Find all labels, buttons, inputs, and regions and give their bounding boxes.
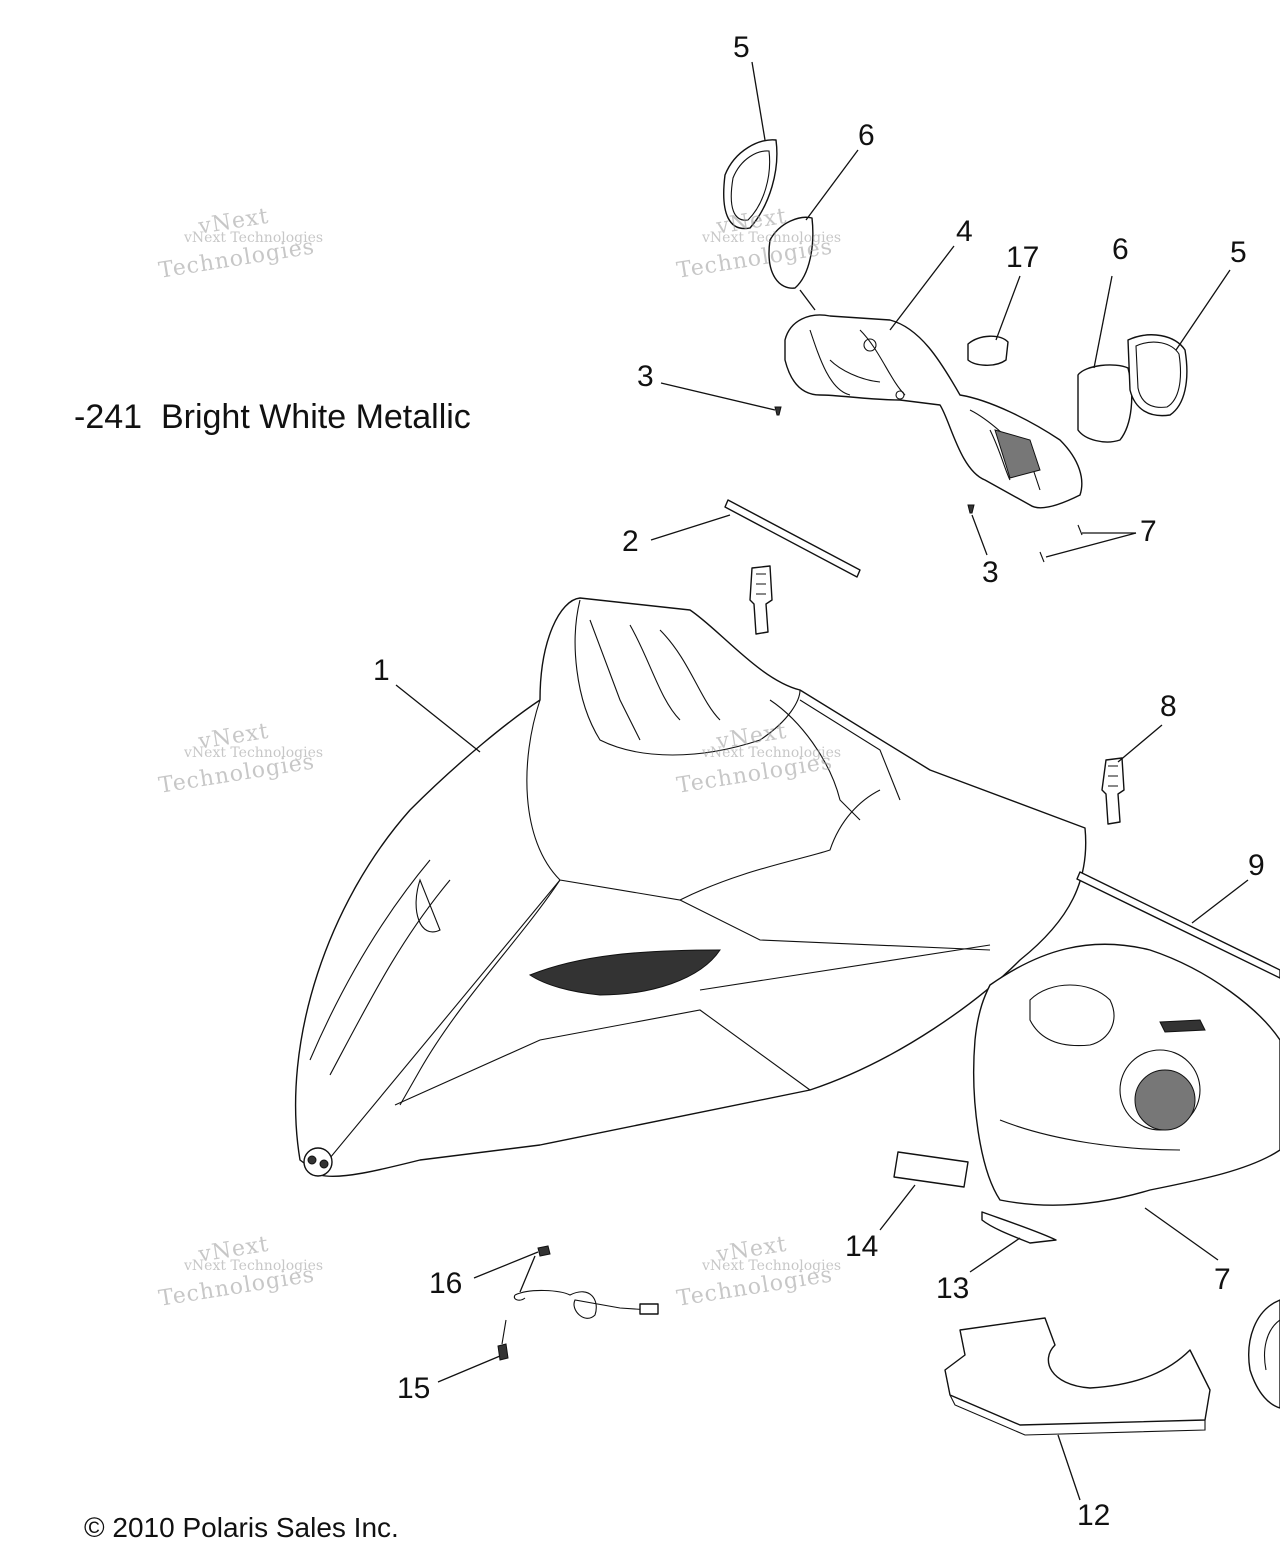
callout-2: 2 — [622, 525, 639, 558]
hood-part-1 — [294, 597, 1087, 1178]
wheel-fragment — [1248, 1299, 1280, 1409]
lens-part-6a — [768, 216, 814, 289]
callout-9: 9 — [1248, 849, 1265, 882]
callout-7b: 7 — [1214, 1263, 1231, 1296]
callout-6a: 6 — [858, 119, 875, 152]
lens-part-6b — [1077, 364, 1133, 443]
wiring-part-15-16 — [497, 1245, 659, 1361]
callout-15: 15 — [397, 1372, 430, 1405]
bracket-part-8-upper — [749, 565, 773, 635]
color-title: -241 Bright White Metallic — [74, 398, 471, 436]
screw-part-3a — [774, 406, 782, 416]
callout-3a: 3 — [637, 360, 654, 393]
lens-frame-part-5a — [723, 139, 778, 230]
callout-4: 4 — [956, 215, 973, 248]
headlight-housing-part-4 — [784, 314, 1083, 509]
callout-14: 14 — [845, 1230, 878, 1263]
copyright-notice: © 2010 Polaris Sales Inc. — [84, 1512, 399, 1543]
bracket-part-8 — [1101, 757, 1125, 825]
decal-part-13 — [981, 1211, 1057, 1244]
callout-16: 16 — [429, 1267, 462, 1300]
callout-17: 17 — [1006, 241, 1039, 274]
leader-lines — [395, 61, 1249, 1501]
callout-1: 1 — [373, 654, 390, 687]
rod-part-2 — [724, 499, 861, 578]
callout-7a: 7 — [1140, 515, 1157, 548]
callout-12: 12 — [1077, 1499, 1110, 1532]
screw-part-3b — [967, 504, 975, 514]
lens-frame-part-5b — [1127, 334, 1188, 417]
cap-part-17 — [967, 335, 1009, 366]
callout-13: 13 — [936, 1272, 969, 1305]
callout-6b: 6 — [1112, 233, 1129, 266]
decal-part-14 — [893, 1151, 969, 1188]
console-panel — [973, 943, 1280, 1206]
callout-8: 8 — [1160, 690, 1177, 723]
callout-numbers: 5 6 4 17 6 5 3 2 3 7 1 8 9 14 13 7 16 15… — [373, 31, 1265, 1532]
rod-part-9 — [1076, 871, 1280, 979]
callout-3b: 3 — [982, 556, 999, 589]
panel-part-12 — [944, 1317, 1211, 1436]
callout-5a: 5 — [733, 31, 750, 64]
callout-5b: 5 — [1230, 236, 1247, 269]
